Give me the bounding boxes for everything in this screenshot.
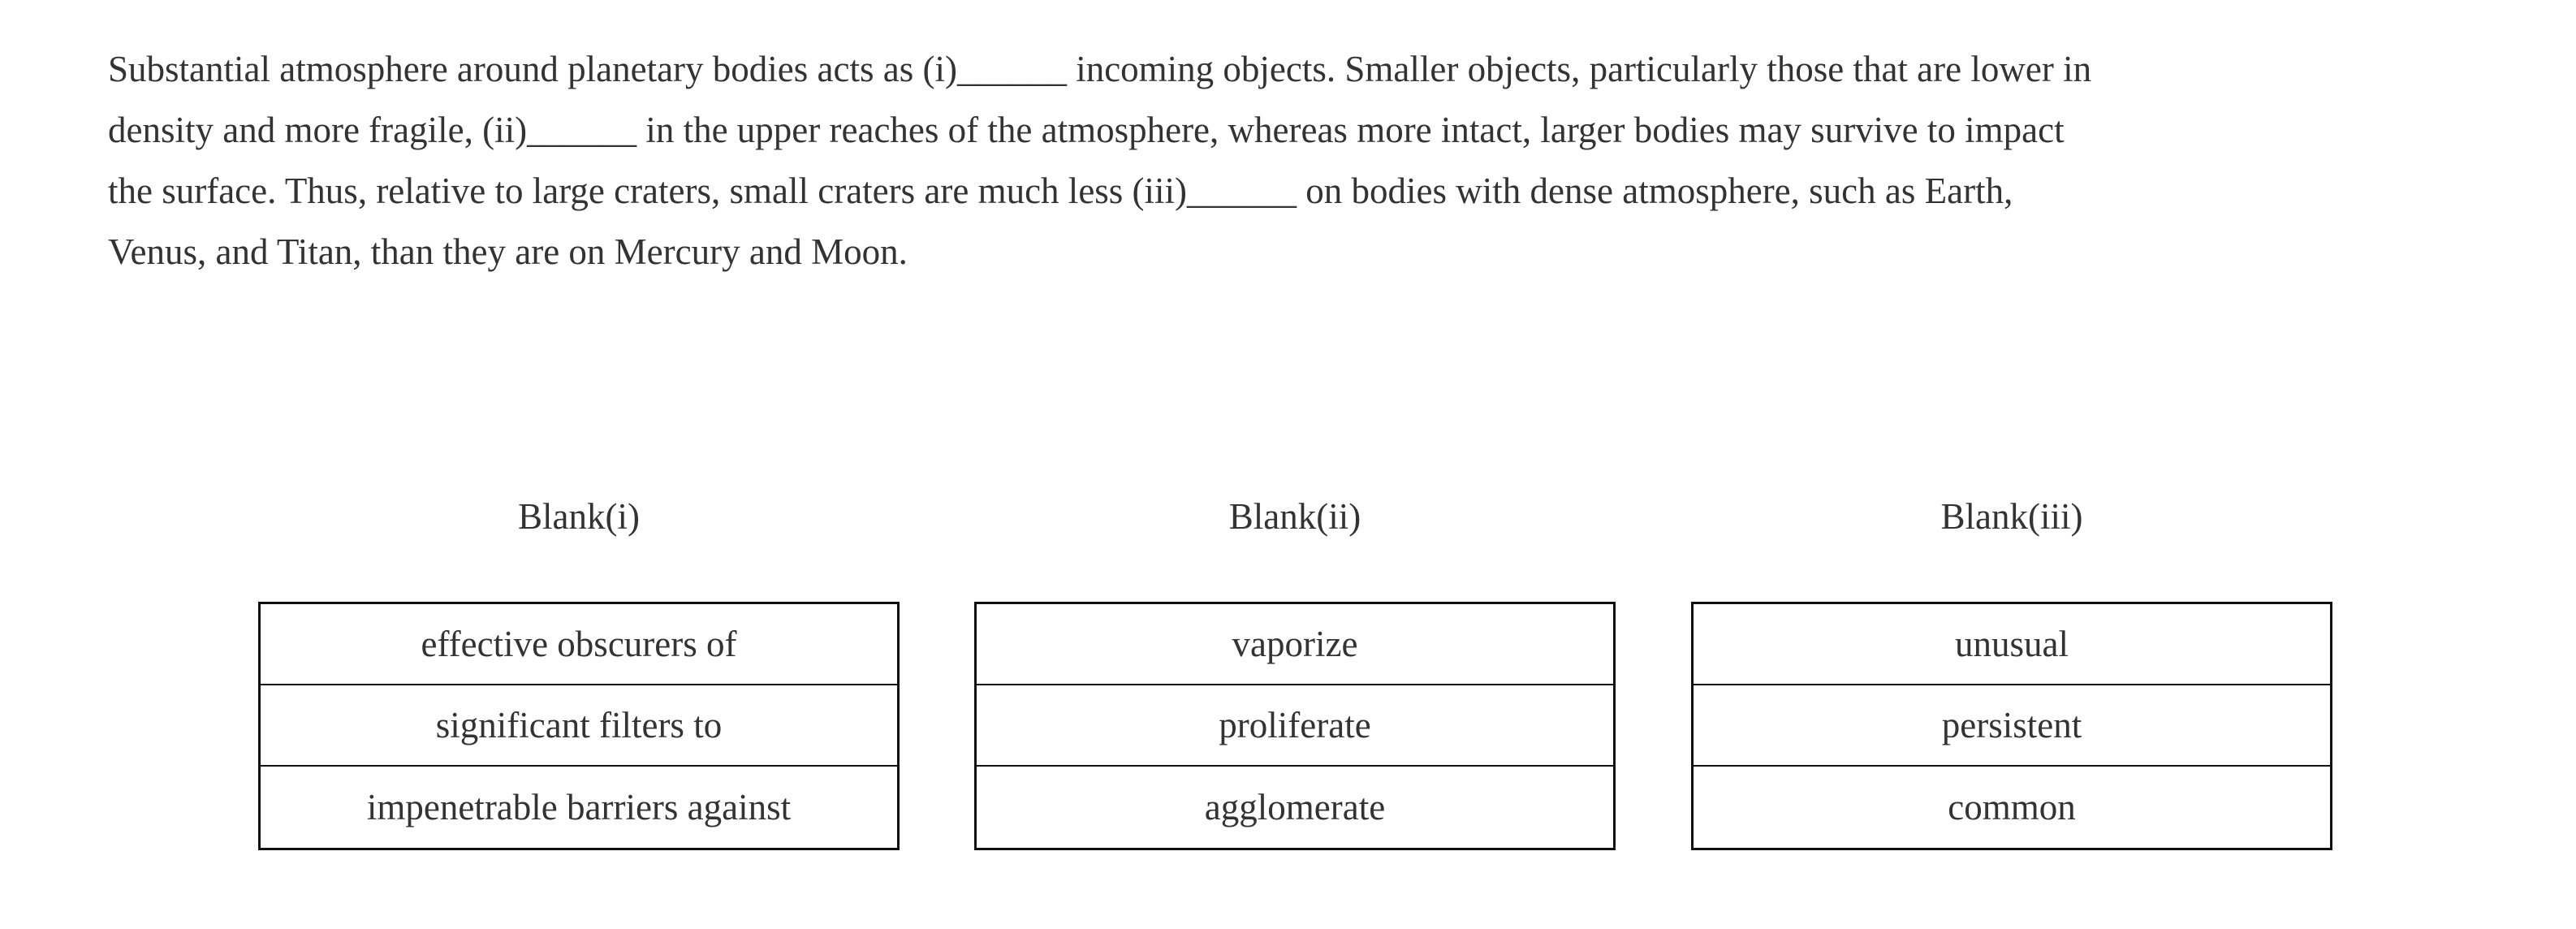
passage-line-2: density and more fragile, (ii)______ in … <box>108 110 2065 150</box>
column-header-blank-iii: Blank(iii) <box>1940 496 2083 537</box>
option-blank-i-2[interactable]: significant filters to <box>261 685 897 767</box>
passage-line-4: Venus, and Titan, than they are on Mercu… <box>108 231 908 272</box>
option-blank-iii-3[interactable]: common <box>1948 787 2076 827</box>
options-table-blank-i: effective obscurers of significant filte… <box>258 602 900 850</box>
option-blank-i-3[interactable]: impenetrable barriers against <box>366 787 792 827</box>
passage-line-3: the surface. Thus, relative to large cra… <box>108 171 2013 211</box>
blank-ii-column: Blank(ii) vaporize proliferate agglomera… <box>974 495 1616 850</box>
blank-iii-column: Blank(iii) unusual persistent common <box>1691 495 2332 850</box>
option-blank-ii-2[interactable]: proliferate <box>977 685 1613 767</box>
option-blank-iii-1[interactable]: unusual <box>1694 604 2330 685</box>
options-table-blank-iii: unusual persistent common <box>1691 602 2332 850</box>
option-blank-iii-2[interactable]: persistent <box>1694 685 2330 767</box>
column-header-blank-ii: Blank(ii) <box>1228 496 1361 537</box>
options-table-blank-ii: vaporize proliferate agglomerate <box>974 602 1616 850</box>
question-passage: Substantial atmosphere around planetary … <box>108 39 2091 283</box>
option-blank-ii-1[interactable]: vaporize <box>977 604 1613 685</box>
option-blank-i-1[interactable]: effective obscurers of <box>261 604 897 685</box>
blank-i-column: Blank(i) effective obscurers of signific… <box>258 495 900 850</box>
passage-line-1: Substantial atmosphere around planetary … <box>108 49 2092 89</box>
column-header-blank-i: Blank(i) <box>518 496 640 537</box>
option-blank-ii-3[interactable]: agglomerate <box>1204 787 1386 827</box>
